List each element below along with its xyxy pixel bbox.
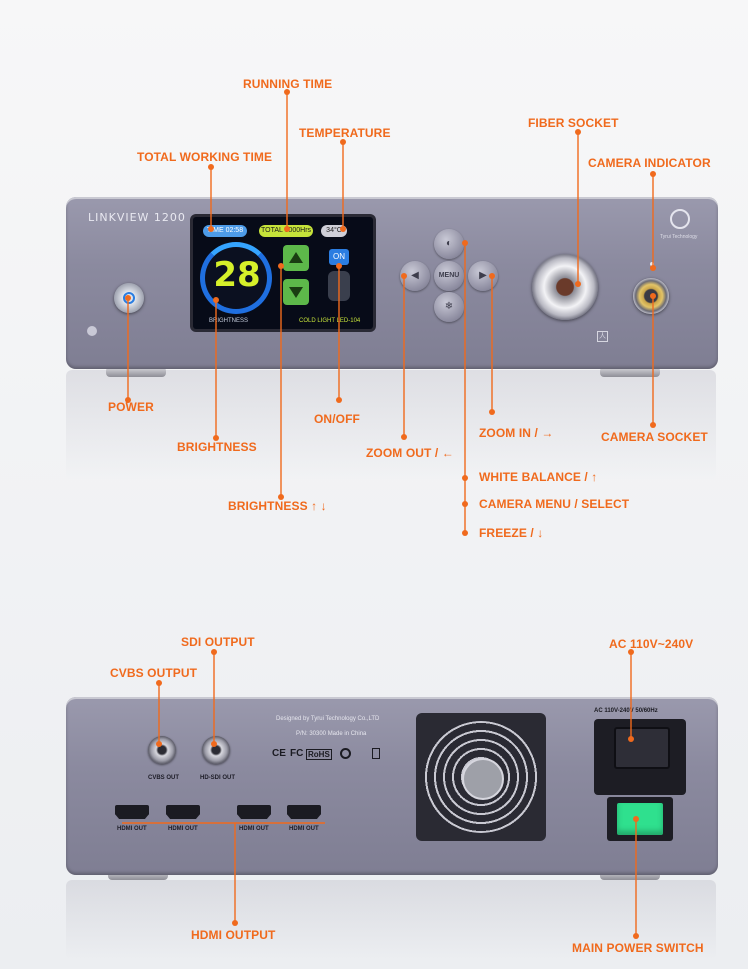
zoom-out-button[interactable]: ◀ xyxy=(400,261,430,291)
fc-mark: FC xyxy=(290,748,304,759)
front-panel xyxy=(66,197,718,369)
callout-ac-voltage: AC 110V~240V xyxy=(609,637,694,651)
white-balance-button[interactable]: ◐ xyxy=(434,229,464,259)
tyrui-logo-text: Tyrui Technology xyxy=(660,234,698,240)
fan-hub xyxy=(462,758,504,800)
brand-label: LINKVIEW 1200 xyxy=(88,211,186,224)
brightness-up-button[interactable] xyxy=(283,245,309,271)
weee-bin-icon xyxy=(372,748,380,759)
hdmi-port-label-4: HDMI OUT xyxy=(289,826,319,832)
brightness-screen-label: BRIGHTNESS xyxy=(209,318,249,324)
camera-socket[interactable] xyxy=(633,278,669,314)
power-inlet[interactable] xyxy=(594,719,686,795)
temp-pill: 34°C xyxy=(321,225,347,237)
rohs-mark: RoHS xyxy=(306,749,332,760)
lcd-screen: TIME 02:58 TOTAL 0000Hrs 34°C 28 ON BRIG… xyxy=(193,217,373,329)
callout-zoom-out: ZOOM OUT / ← xyxy=(366,446,454,460)
time-pill: TIME 02:58 xyxy=(203,225,247,237)
ac-spec-label: AC 110V-240V 50/60Hz xyxy=(594,708,658,714)
callout-freeze: FREEZE / ↓ xyxy=(479,526,544,540)
switch-rocker xyxy=(617,803,663,835)
cvbs-port-label: CVBS OUT xyxy=(148,775,180,781)
freeze-button[interactable]: ❄ xyxy=(434,292,464,322)
sdi-port-label: HD-SDI OUT xyxy=(200,775,235,781)
cooling-fan xyxy=(416,713,546,841)
callout-fiber-socket: FIBER SOCKET xyxy=(528,116,619,130)
part-number-text: P/N: 30300 Made in China xyxy=(296,731,367,737)
callout-hdmi-output: HDMI OUTPUT xyxy=(191,928,276,942)
callout-total-working-time: TOTAL WORKING TIME xyxy=(137,150,273,164)
camera-indicator-led xyxy=(650,262,654,266)
front-foot-left xyxy=(106,367,166,377)
up-arrow-icon xyxy=(289,252,303,263)
recycle-icon xyxy=(340,748,351,759)
fiber-socket[interactable] xyxy=(532,254,598,320)
ce-mark: CE xyxy=(272,748,286,759)
brightness-down-button[interactable] xyxy=(283,279,309,305)
inlet-socket xyxy=(614,727,670,769)
callout-power: POWER xyxy=(108,400,154,414)
hdmi-port-label-2: HDMI OUT xyxy=(168,826,198,832)
cvbs-connector[interactable] xyxy=(148,736,176,764)
designed-by-text: Designed by Tyrui Technology Co.,LTD xyxy=(276,716,380,722)
callout-on-off: ON/OFF xyxy=(314,412,360,426)
callout-cvbs-output: CVBS OUTPUT xyxy=(110,666,198,680)
hdmi-port-2[interactable] xyxy=(166,805,200,819)
main-power-switch[interactable] xyxy=(607,797,673,841)
small-emblem-icon xyxy=(87,326,97,336)
callout-brightness: BRIGHTNESS xyxy=(177,440,257,454)
back-foot-right xyxy=(600,870,660,880)
sdi-connector[interactable] xyxy=(202,736,230,764)
onoff-toggle[interactable] xyxy=(328,271,350,301)
callout-temperature: TEMPERATURE xyxy=(299,126,391,140)
tyrui-logo-icon xyxy=(670,209,690,229)
hdmi-port-label-3: HDMI OUT xyxy=(239,826,269,832)
hdmi-port-4[interactable] xyxy=(287,805,321,819)
zoom-in-button[interactable]: ▶ xyxy=(468,261,498,291)
down-arrow-icon xyxy=(289,287,303,298)
freeze-icon: ❄ xyxy=(444,301,454,312)
white-balance-icon: ◐ xyxy=(445,238,453,249)
callout-zoom-in: ZOOM IN / → xyxy=(479,426,554,440)
brightness-dial xyxy=(200,242,272,314)
back-reflection xyxy=(66,880,716,960)
callout-running-time: RUNNING TIME xyxy=(243,77,333,91)
hdmi-port-1[interactable] xyxy=(115,805,149,819)
hdmi-port-label-1: HDMI OUT xyxy=(117,826,147,832)
menu-button-label: MENU xyxy=(438,272,460,279)
zoom-in-icon: ▶ xyxy=(479,270,487,281)
callout-camera-menu: CAMERA MENU / SELECT xyxy=(479,497,630,511)
callout-sdi-output: SDI OUTPUT xyxy=(181,635,255,649)
callout-main-power-switch: MAIN POWER SWITCH xyxy=(572,941,704,955)
cold-light-label: COLD LIGHT LED-104 xyxy=(299,318,361,324)
callout-camera-socket: CAMERA SOCKET xyxy=(601,430,708,444)
callout-brightness-updown: BRIGHTNESS ↑ ↓ xyxy=(228,499,327,513)
callout-white-balance: WHITE BALANCE / ↑ xyxy=(479,470,598,484)
power-button[interactable] xyxy=(114,283,144,313)
back-foot-left xyxy=(108,870,168,880)
hdmi-port-3[interactable] xyxy=(237,805,271,819)
callout-camera-indicator: CAMERA INDICATOR xyxy=(588,156,711,170)
power-icon xyxy=(123,292,135,304)
front-reflection xyxy=(66,370,716,480)
total-pill: TOTAL 0000Hrs xyxy=(259,225,313,237)
menu-button[interactable]: MENU xyxy=(434,261,464,291)
zoom-out-icon: ◀ xyxy=(411,270,419,281)
on-indicator: ON xyxy=(329,249,349,265)
brightness-value: 28 xyxy=(213,255,261,295)
front-foot-right xyxy=(600,367,660,377)
accessibility-icon: 人 xyxy=(597,331,608,342)
